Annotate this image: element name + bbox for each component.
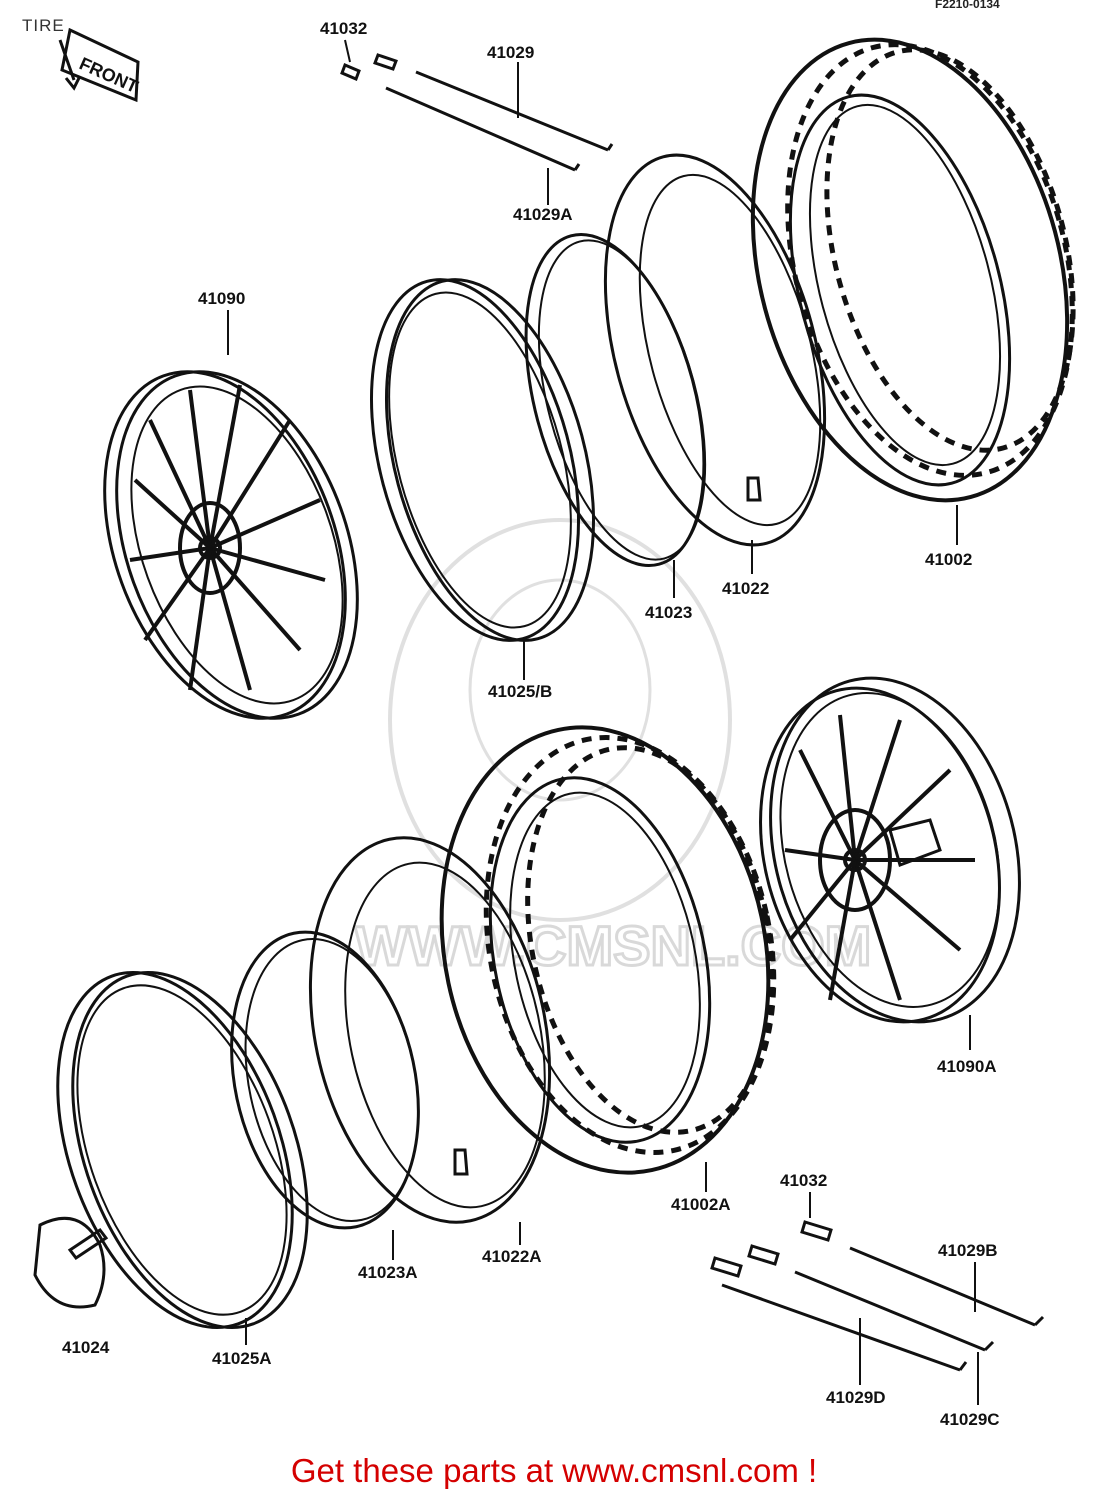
spoke-set-top [340,39,614,205]
front-tire [750,37,1076,545]
rear-wheel [759,676,1021,1050]
diagram-code: F2210-0134 [935,0,1000,11]
label-41024: 41024 [62,1338,110,1357]
spoke-set-bottom [710,1192,1045,1405]
label-41002A: 41002A [671,1195,731,1214]
front-rim [369,278,596,680]
label-41029D: 41029D [826,1388,886,1407]
rear-inner-tube [308,836,552,1245]
label-41090: 41090 [198,289,245,308]
front-direction-tag: FRONT [58,27,141,103]
parts-link-caption[interactable]: Get these parts at www.cmsnl.com ! [290,1452,818,1489]
label-41025B: 41025/B [488,682,552,701]
label-41023: 41023 [645,603,692,622]
rear-rim [56,970,309,1345]
front-wheel [103,310,359,720]
label-41029B: 41029B [938,1241,998,1260]
front-rim-band [524,232,707,598]
label-41002: 41002 [925,550,972,569]
rear-rim-band [230,930,420,1260]
diagram-title: TIRE [22,16,65,35]
label-41029A: 41029A [513,205,573,224]
label-41023A: 41023A [358,1263,418,1282]
rim-lock [33,1216,109,1309]
label-41032-bottom: 41032 [780,1171,827,1190]
label-41025A: 41025A [212,1349,272,1368]
label-41090A: 41090A [937,1057,997,1076]
label-41029: 41029 [487,43,534,62]
label-41022: 41022 [722,579,769,598]
label-41022A: 41022A [482,1247,542,1266]
label-41032-top: 41032 [320,19,367,38]
label-41029C: 41029C [940,1410,1000,1429]
rear-tire [439,725,777,1192]
